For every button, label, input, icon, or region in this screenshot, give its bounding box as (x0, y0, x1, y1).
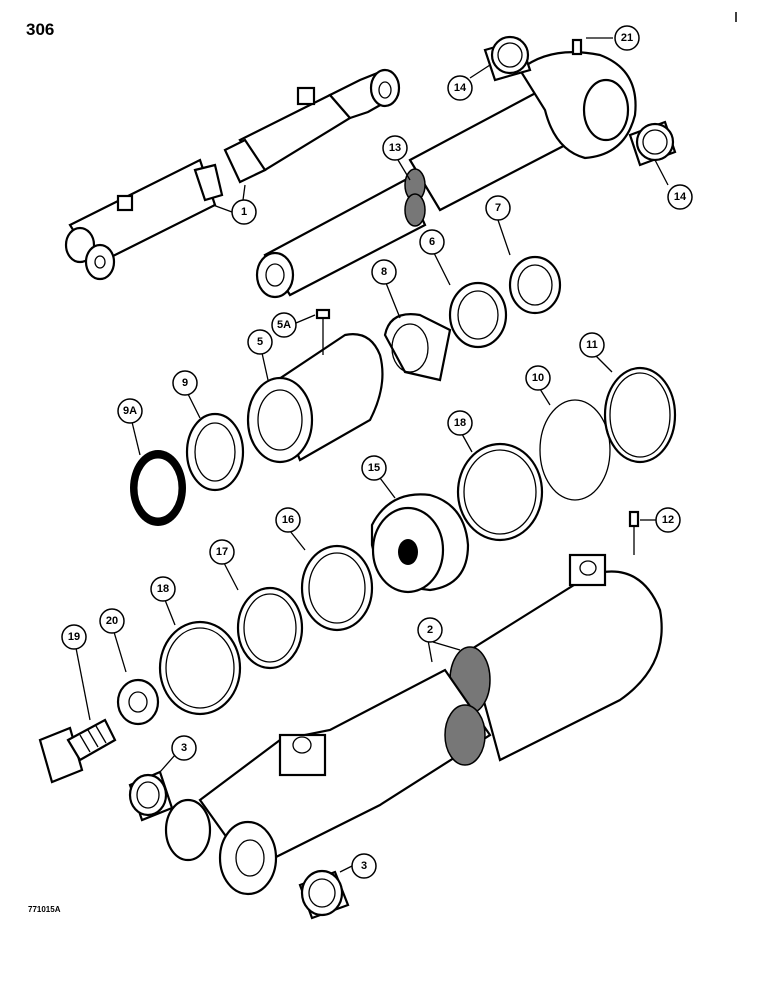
callout-9: 9 (172, 370, 201, 419)
callout-6-label: 6 (429, 236, 435, 248)
callout-18-b-label: 18 (157, 583, 169, 595)
callout-21: 21 (586, 25, 640, 51)
callout-15: 15 (361, 455, 396, 499)
callout-8-label: 8 (381, 266, 387, 278)
callout-16: 16 (275, 507, 306, 551)
callout-6: 6 (419, 229, 451, 286)
callout-1: 1 (212, 184, 257, 225)
wiper-7 (508, 255, 562, 315)
callout-10-label: 10 (532, 372, 544, 384)
callout-9a-label: 9A (123, 405, 137, 417)
callout-18-a: 18 (447, 410, 473, 453)
assembled-cylinder-inset (64, 68, 401, 281)
callout-14-a: 14 (447, 64, 491, 101)
callout-5a: 5A (271, 312, 316, 338)
callout-9a: 9A (117, 398, 143, 456)
callout-5a-label: 5A (277, 319, 291, 331)
callout-21-label: 21 (621, 32, 633, 44)
callout-10: 10 (525, 365, 551, 406)
callout-14-b: 14 (654, 159, 693, 210)
seal-9a (130, 450, 186, 526)
bolt-19 (38, 718, 117, 784)
head-5 (246, 308, 384, 464)
callout-group: 21 14 14 13 1 7 (61, 25, 693, 879)
callout-3-a-label: 3 (181, 742, 187, 754)
callout-12: 12 (640, 507, 681, 533)
callout-15-label: 15 (368, 462, 380, 474)
ring-11 (603, 366, 677, 464)
washer-20 (116, 678, 160, 726)
figure-code: 771015A (28, 905, 61, 914)
bushing-14-lower (628, 120, 677, 167)
callout-7-label: 7 (495, 202, 501, 214)
page-number: 306 (26, 20, 55, 39)
callout-18-b: 18 (150, 576, 176, 626)
callout-5-label: 5 (257, 336, 263, 348)
callout-2: 2 (417, 617, 461, 663)
callout-13-label: 13 (389, 142, 401, 154)
barrel-2 (164, 553, 663, 896)
callout-1-label: 1 (241, 206, 247, 218)
callout-20: 20 (99, 608, 127, 673)
callout-13: 13 (382, 135, 411, 181)
callout-14-a-label: 14 (454, 82, 467, 94)
callout-17-label: 17 (216, 546, 228, 558)
callout-16-label: 16 (282, 514, 294, 526)
wear-ring-18-lower (158, 620, 242, 716)
bushing-3-upper (128, 770, 174, 822)
seal-16 (300, 544, 374, 632)
seal-9 (185, 412, 245, 492)
callout-19: 19 (61, 624, 91, 721)
wear-ring-18-upper (456, 442, 544, 542)
callout-7: 7 (485, 195, 511, 256)
bearing-8 (383, 313, 452, 382)
callout-17: 17 (209, 539, 239, 591)
callout-3-b: 3 (339, 853, 377, 879)
callout-18-a-label: 18 (454, 417, 466, 429)
callout-8: 8 (371, 259, 401, 319)
callout-11-label: 11 (586, 339, 598, 351)
callout-3-b-label: 3 (361, 860, 367, 872)
o-ring-10 (539, 399, 611, 501)
rod-assembly (255, 38, 637, 299)
callout-2-label: 2 (427, 624, 433, 636)
callout-12-label: 12 (662, 514, 674, 526)
bleeder-screw-12 (628, 510, 640, 555)
callout-3-a: 3 (159, 735, 197, 773)
seal-6 (448, 281, 508, 349)
bushing-3-lower (298, 869, 350, 920)
callout-11: 11 (579, 332, 613, 373)
callout-5: 5 (247, 329, 273, 381)
callout-14-b-label: 14 (674, 191, 687, 203)
ring-17 (236, 586, 304, 670)
callout-9-label: 9 (182, 377, 188, 389)
piston-15 (370, 493, 470, 594)
callout-20-label: 20 (106, 615, 118, 627)
bushing-14-upper (483, 35, 532, 82)
callout-19-label: 19 (68, 631, 80, 643)
